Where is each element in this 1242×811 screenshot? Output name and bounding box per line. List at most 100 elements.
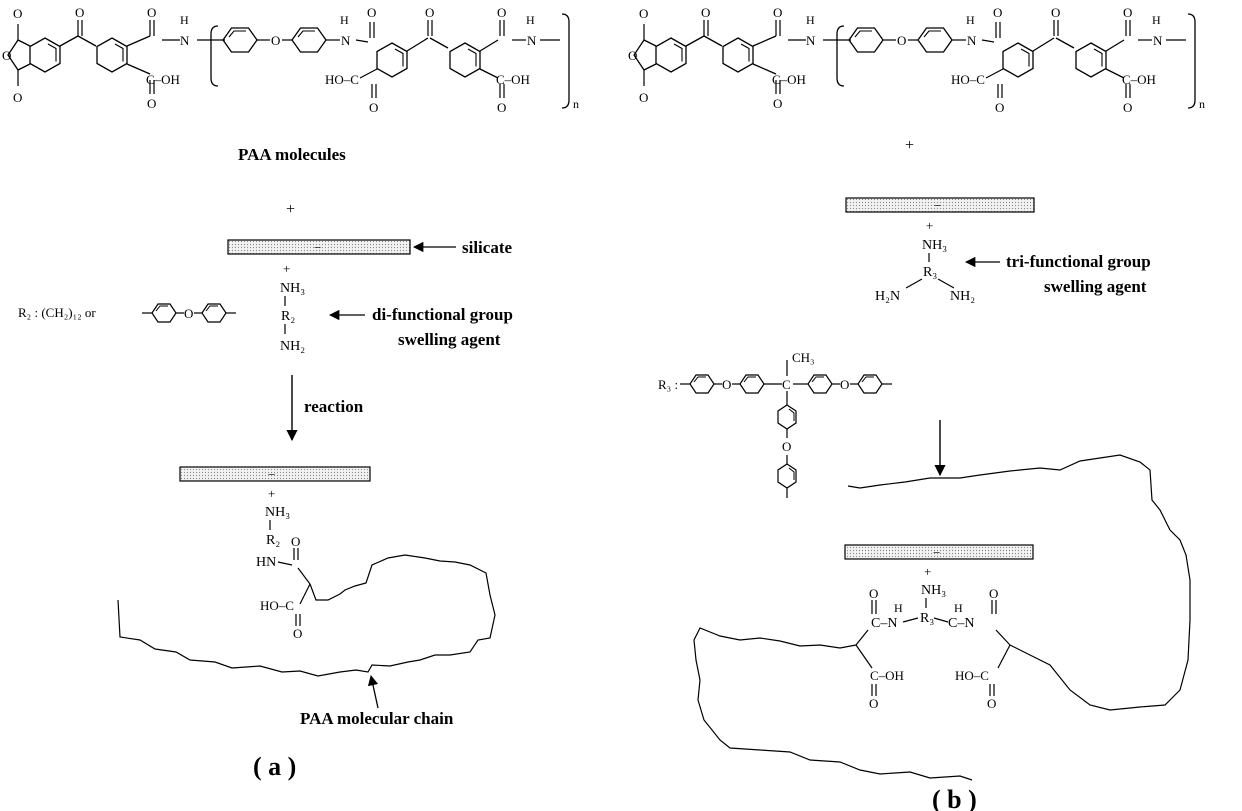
reaction-label: reaction (304, 397, 364, 416)
carboxyl-group: C–OH (1122, 72, 1156, 87)
r3-group: R₃ (923, 265, 937, 280)
atom-h: H (966, 13, 975, 27)
diphenyl-ether-group: O (142, 303, 236, 323)
atom-o: O (1123, 5, 1132, 20)
atom-n: N (180, 33, 190, 48)
ammonium-group: NH₃ (922, 238, 947, 253)
carboxyl-group: HO–C (325, 72, 359, 87)
atom-o: O (840, 377, 849, 392)
paa-structure-a: O O O O O H N C–OH O O H N O HO–C O O O … (2, 5, 579, 115)
silicate-layer (179, 466, 371, 482)
r2-definition: R₂ : (CH₂)₁₂ or (18, 305, 96, 320)
methyl-group: CH₃ (792, 350, 815, 365)
atom-o: O (13, 6, 22, 21)
amine-group: NH₂ (950, 289, 975, 304)
plus-sign: + (286, 201, 295, 218)
cation-charge: + (268, 486, 275, 501)
atom-o: O (701, 5, 710, 20)
repeat-subscript: n (573, 97, 579, 111)
atom-o: O (497, 5, 506, 20)
atom-o: O (993, 5, 1002, 20)
atom-o: O (869, 586, 878, 601)
paa-molecular-chain (693, 627, 973, 781)
atom-o: O (987, 696, 996, 711)
silicate-layer (845, 197, 1035, 213)
chain-label: PAA molecular chain (300, 709, 454, 728)
central-carbon: C (782, 377, 791, 392)
atom-o: O (989, 586, 998, 601)
silicate-label: silicate (462, 238, 512, 257)
carboxyl-group: HO–C (955, 668, 989, 683)
atom-o: O (369, 100, 378, 115)
atom-o: O (897, 33, 906, 48)
atom-o: O (869, 696, 878, 711)
atom-n: N (1153, 33, 1163, 48)
atom-o: O (184, 306, 193, 321)
paa-molecular-chain (847, 454, 1191, 711)
paa-structure-b: O O O O O H N C–OH O O H N O HO–C O O O … (628, 5, 1205, 115)
atom-o: O (497, 100, 506, 115)
paa-molecules-caption: PAA molecules (238, 145, 346, 164)
panel-b-label: ( b ) (932, 785, 977, 811)
panel-a-label: ( a ) (253, 752, 296, 781)
atom-o: O (291, 534, 300, 549)
carboxyl-group: C–OH (870, 668, 904, 683)
amide-group: C–N (871, 616, 897, 631)
silicate-charge: − (268, 467, 275, 482)
atom-o: O (722, 377, 731, 392)
atom-o: O (628, 48, 637, 63)
atom-h: H (180, 13, 189, 27)
agent-label-line2: swelling agent (398, 330, 501, 349)
repeat-subscript: n (1199, 97, 1205, 111)
atom-n: N (806, 33, 816, 48)
atom-o: O (773, 5, 782, 20)
ammonium-group: NH₃ (921, 583, 946, 598)
atom-o: O (639, 90, 648, 105)
atom-o: O (75, 5, 84, 20)
silicate-charge: − (933, 545, 940, 560)
atom-n: N (527, 33, 537, 48)
atom-o: O (13, 90, 22, 105)
r3-definition: R₃ : (658, 377, 678, 392)
atom-o: O (271, 33, 280, 48)
carboxyl-group: C–OH (146, 72, 180, 87)
atom-o: O (1051, 5, 1060, 20)
silicate-layer (844, 544, 1034, 560)
atom-h: H (526, 13, 535, 27)
atom-o: O (147, 96, 156, 111)
atom-h: H (806, 13, 815, 27)
ammonium-group: NH₃ (280, 281, 305, 296)
r2-group: R₂ (281, 309, 295, 324)
agent-label-line2: swelling agent (1044, 277, 1147, 296)
carboxyl-group: C–OH (772, 72, 806, 87)
atom-o: O (147, 5, 156, 20)
atom-h: H (340, 13, 349, 27)
amide-group: C–N (948, 616, 974, 631)
ammonium-group: NH₃ (265, 505, 290, 520)
plus-sign: + (905, 137, 914, 154)
cation-charge: + (283, 261, 290, 276)
atom-n: N (967, 33, 977, 48)
paa-molecular-chain (117, 554, 496, 677)
atom-h: H (894, 601, 903, 615)
r2-group: R₂ (266, 533, 280, 548)
silicate-layer (227, 239, 411, 255)
silicate-charge: − (314, 240, 321, 255)
atom-h: H (1152, 13, 1161, 27)
atom-o: O (995, 100, 1004, 115)
atom-h: H (954, 601, 963, 615)
cation-charge: + (924, 564, 931, 579)
r3-structure: R₃ : O C CH₃ O O (658, 350, 892, 498)
atom-n: N (341, 33, 351, 48)
silicate-charge: − (934, 198, 941, 213)
carboxyl-group: C–OH (496, 72, 530, 87)
atom-o: O (293, 626, 302, 641)
atom-o: O (1123, 100, 1132, 115)
amine-group: NH₂ (280, 339, 305, 354)
chain-arrow (367, 674, 379, 709)
agent-label-line1: di-functional group (372, 305, 513, 324)
atom-o: O (367, 5, 376, 20)
atom-o: O (782, 439, 791, 454)
